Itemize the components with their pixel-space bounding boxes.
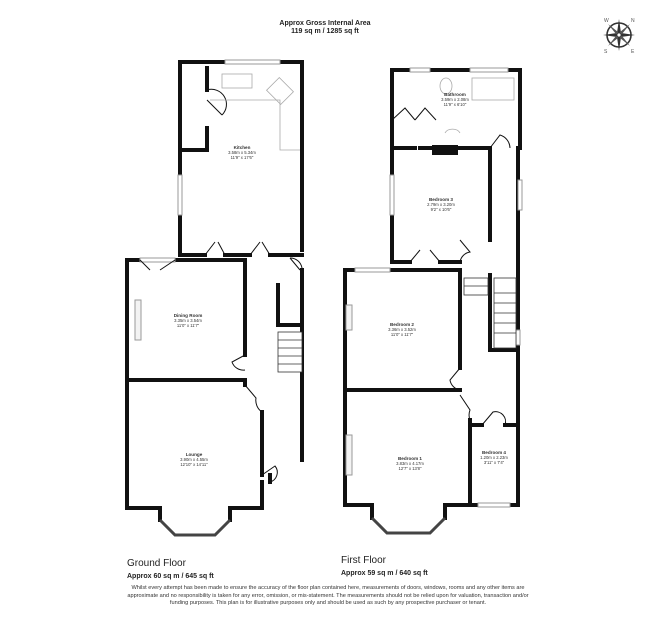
- svg-text:N: N: [631, 18, 635, 24]
- room-metric: 1.20m x 2.23m: [480, 455, 508, 460]
- bedroom-4-walls: [468, 423, 520, 507]
- svg-text:S: S: [604, 49, 608, 55]
- hallway-walls: [268, 268, 304, 484]
- title-line-2: 119 sq m / 1285 sq ft: [291, 28, 359, 35]
- room-name: Bedroom 1: [397, 456, 422, 461]
- room-imperial: 11'0" x 11'7": [390, 332, 414, 337]
- room-label-kitchen: Kitchen 3.58m x 5.34m 11'9" x 17'6": [228, 145, 256, 160]
- room-imperial: 12'10" x 14'11": [180, 462, 208, 467]
- room-metric: 3.36m x 3.52m: [388, 327, 416, 332]
- room-metric: 3.83m x 4.17m: [396, 461, 424, 466]
- room-label-dining-room: Dining Room 3.35m x 3.54m 11'0" x 11'7": [174, 313, 203, 328]
- room-name: Bedroom 2: [389, 322, 414, 327]
- gross-internal-area-title: Approx Gross Internal Area 119 sq m / 12…: [0, 20, 650, 36]
- room-name: Bedroom 4: [481, 450, 506, 455]
- ground-floor-title: Ground Floor: [127, 558, 186, 569]
- room-label-bedroom-2: Bedroom 2 3.36m x 3.52m 11'0" x 11'7": [388, 322, 416, 337]
- first-floor-title: First Floor: [341, 555, 386, 566]
- room-label-bedroom-1: Bedroom 1 3.83m x 4.17m 12'7" x 13'8": [396, 456, 424, 471]
- room-name: Bedroom 3: [428, 197, 453, 202]
- room-metric: 3.90m x 4.55m: [180, 457, 208, 462]
- title-line-1: Approx Gross Internal Area: [279, 20, 371, 27]
- room-metric: 2.79m x 3.20m: [427, 202, 455, 207]
- room-imperial: 3'11" x 7'4": [483, 460, 505, 465]
- first-floor-area: Approx 59 sq m / 640 sq ft: [341, 570, 428, 577]
- room-metric: 3.58m x 5.34m: [228, 150, 256, 155]
- room-imperial: 9'2" x 10'6": [430, 207, 452, 212]
- kitchen-walls: [178, 60, 304, 257]
- bedroom-1-walls: [343, 388, 472, 520]
- room-name: Lounge: [185, 452, 203, 457]
- room-name: Dining Room: [173, 313, 203, 318]
- bathroom-walls: [390, 68, 522, 150]
- svg-text:E: E: [631, 49, 635, 55]
- room-label-bathroom: Bathroom 3.59m x 2.08m 11'9" x 6'10": [441, 92, 469, 107]
- room-label-bedroom-4: Bedroom 4 1.20m x 2.23m 3'11" x 7'4": [480, 450, 508, 465]
- room-name: Kitchen: [233, 145, 251, 150]
- room-imperial: 12'7" x 13'8": [398, 466, 422, 471]
- disclaimer-text: Whilst every attempt has been made to en…: [127, 585, 529, 607]
- room-imperial: 11'9" x 6'10": [443, 102, 467, 107]
- room-metric: 3.59m x 2.08m: [441, 97, 469, 102]
- room-label-lounge: Lounge 3.90m x 4.55m 12'10" x 14'11": [180, 452, 208, 467]
- room-imperial: 11'0" x 11'7": [176, 323, 200, 328]
- compass-rose-icon: W N S E: [603, 18, 635, 55]
- room-metric: 3.35m x 3.54m: [174, 318, 202, 323]
- svg-text:W: W: [604, 18, 609, 24]
- lounge-walls: [125, 378, 264, 522]
- room-label-bedroom-3: Bedroom 3 2.79m x 3.20m 9'2" x 10'6": [427, 197, 455, 212]
- room-name: Bathroom: [444, 92, 466, 97]
- ground-floor-area: Approx 60 sq m / 645 sq ft: [127, 573, 214, 580]
- dining-room-walls: [125, 258, 247, 382]
- bedroom-2-walls: [343, 268, 462, 392]
- room-imperial: 11'9" x 17'6": [230, 155, 254, 160]
